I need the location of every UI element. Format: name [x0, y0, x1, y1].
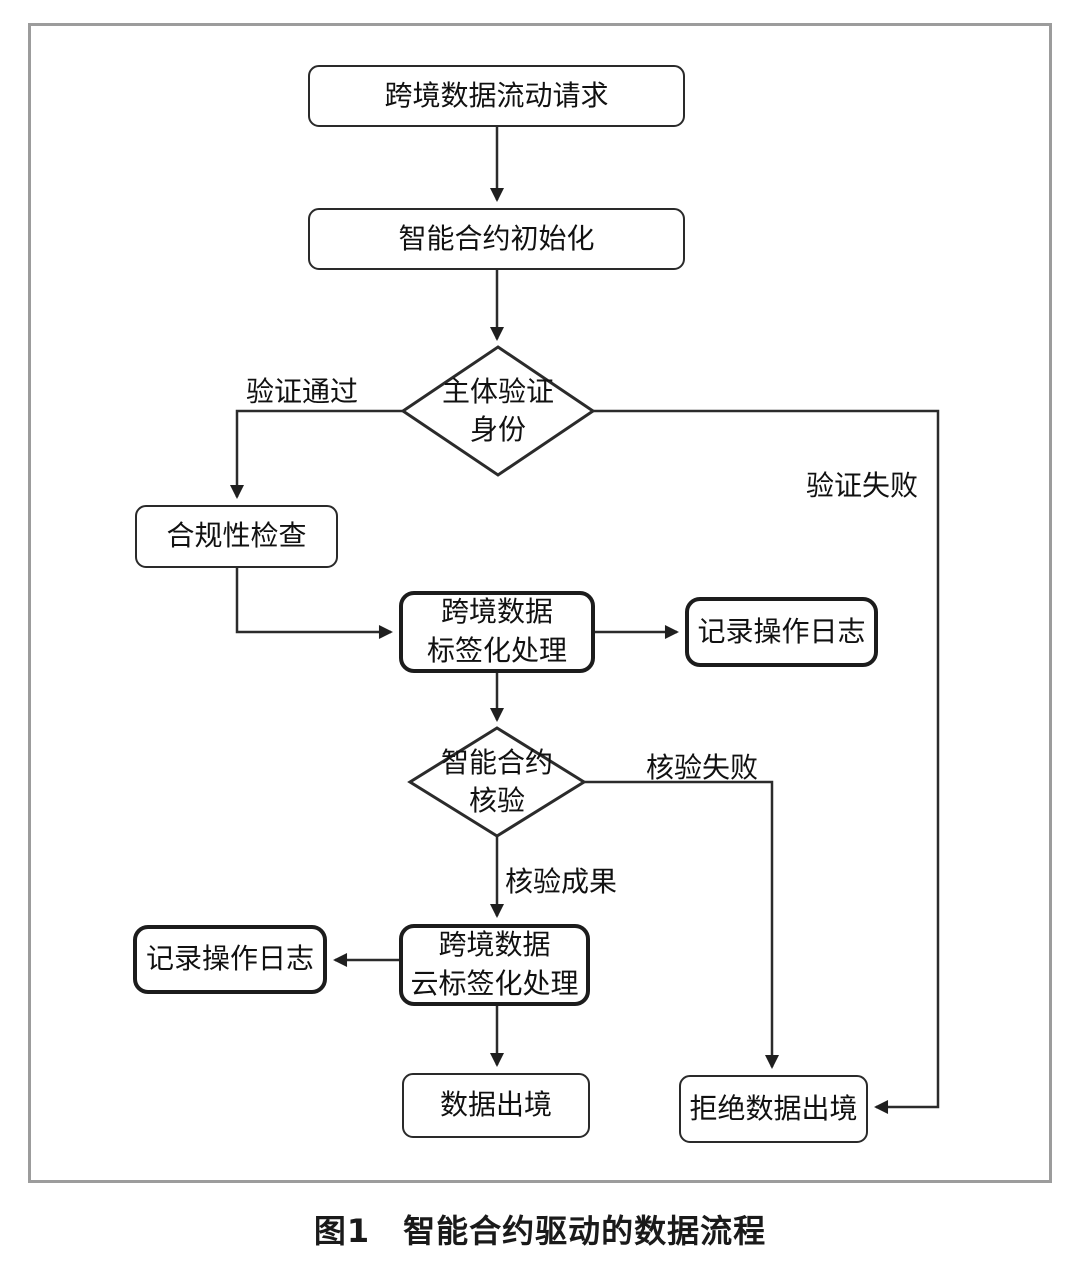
node-log-left: 记录操作日志	[133, 925, 327, 994]
node-export: 数据出境	[402, 1073, 590, 1138]
node-log-right: 记录操作日志	[685, 597, 878, 667]
contract-verify-diamond-shape	[407, 726, 587, 838]
node-init: 智能合约初始化	[308, 208, 685, 270]
node-compliance: 合规性检查	[135, 505, 338, 568]
edge-label-check-pass: 核验成果	[505, 865, 618, 898]
node-request: 跨境数据流动请求	[308, 65, 685, 127]
node-labeling: 跨境数据 标签化处理	[399, 591, 595, 673]
edge-label-verify-fail: 验证失败	[806, 469, 919, 502]
edge-identity-fail-to-reject	[593, 409, 940, 1114]
node-identity-check: 主体验证 身份	[441, 374, 554, 446]
edge-label-check-fail: 核验失败	[646, 751, 759, 784]
edge-check-fail-to-reject	[584, 780, 779, 1069]
edge-label-verify-pass: 验证通过	[246, 375, 359, 408]
figure-caption: 图1 智能合约驱动的数据流程	[313, 1212, 767, 1250]
node-cloud-labeling: 跨境数据 云标签化处理	[399, 924, 590, 1006]
edge-compliance-to-labeling	[235, 568, 393, 639]
identity-check-diamond-shape	[400, 345, 596, 477]
node-contract-verify: 智能合约 核验	[440, 745, 553, 817]
node-reject: 拒绝数据出境	[679, 1075, 868, 1143]
edge-identity-pass-to-compliance	[230, 409, 403, 499]
